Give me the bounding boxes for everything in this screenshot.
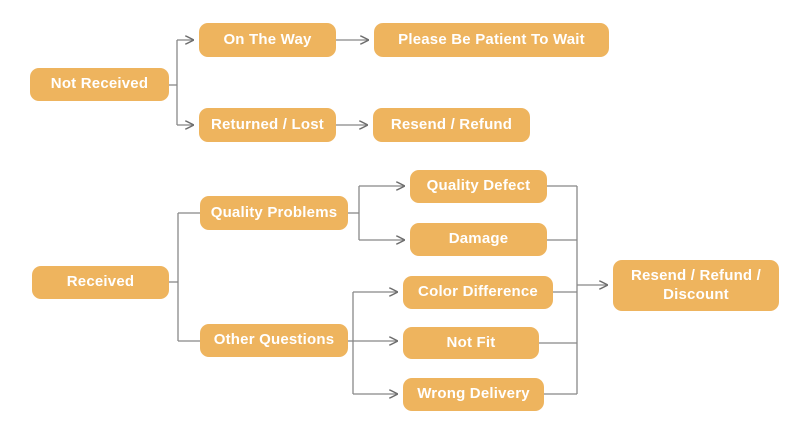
node-not-received[interactable]: Not Received [30, 68, 169, 101]
edge-other-questions-split [348, 292, 397, 394]
node-quality-problems-label: Quality Problems [210, 203, 338, 221]
node-returned-lost[interactable]: Returned / Lost [199, 108, 336, 142]
node-damage[interactable]: Damage [410, 223, 547, 256]
node-other-questions[interactable]: Other Questions [200, 324, 348, 357]
node-on-the-way[interactable]: On The Way [199, 23, 336, 57]
node-resend-refund-label: Resend / Refund [390, 115, 513, 133]
node-resend-refund-discount-label: Resend / Refund / Discount [630, 266, 762, 303]
node-resend-refund-discount[interactable]: Resend / Refund / Discount [613, 260, 779, 311]
node-wrong-delivery[interactable]: Wrong Delivery [403, 378, 544, 411]
node-please-be-patient-to-wait[interactable]: Please Be Patient To Wait [374, 23, 609, 57]
node-received[interactable]: Received [32, 266, 169, 299]
node-color-difference-label: Color Difference [418, 283, 538, 301]
node-not-fit-label: Not Fit [446, 333, 496, 351]
node-please-be-patient-to-wait-label: Please Be Patient To Wait [398, 30, 585, 48]
node-resend-refund[interactable]: Resend / Refund [373, 108, 530, 142]
node-color-difference[interactable]: Color Difference [403, 276, 553, 309]
node-damage-label: Damage [448, 230, 509, 248]
node-received-label: Received [66, 273, 135, 291]
node-wrong-delivery-label: Wrong Delivery [417, 385, 530, 403]
node-quality-defect-label: Quality Defect [426, 177, 531, 195]
edge-received-split [169, 212, 200, 342]
node-quality-problems[interactable]: Quality Problems [200, 196, 348, 230]
node-returned-lost-label: Returned / Lost [210, 115, 324, 133]
node-not-received-label: Not Received [50, 75, 149, 93]
edge-not-received-split [169, 40, 193, 125]
node-not-fit[interactable]: Not Fit [403, 327, 539, 359]
edge-quality-problems-split [348, 186, 404, 240]
node-on-the-way-label: On The Way [223, 30, 312, 48]
node-quality-defect[interactable]: Quality Defect [410, 170, 547, 203]
node-other-questions-label: Other Questions [213, 331, 335, 349]
